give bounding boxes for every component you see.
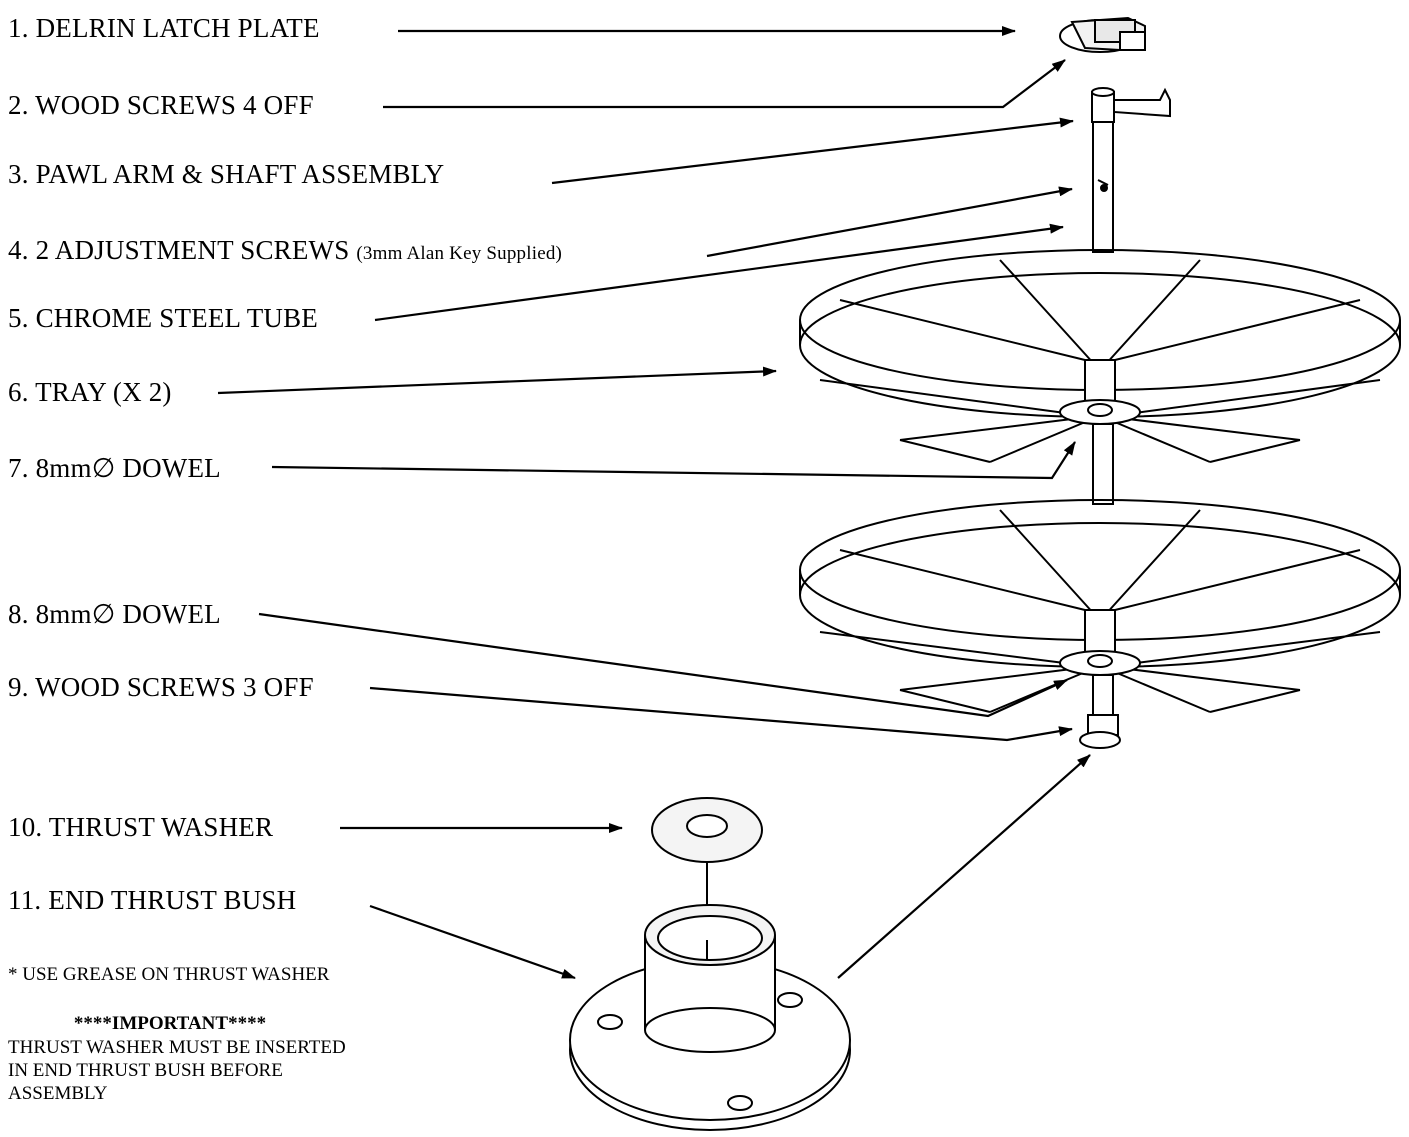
label-chrome-steel-tube: 5. CHROME STEEL TUBE — [8, 303, 319, 333]
leader-4 — [706, 186, 1073, 258]
label-dowel-8: 8. 8mm∅ DOWEL — [8, 599, 221, 629]
leader-3 — [551, 117, 1074, 185]
delrin-latch-plate — [1059, 16, 1146, 53]
label-wood-screws-3: 9. WOOD SCREWS 3 OFF — [8, 672, 314, 702]
tray-upper — [799, 249, 1401, 463]
leader-9 — [369, 686, 1073, 742]
label-tray: 6. TRAY (X 2) — [8, 377, 172, 407]
chrome-steel-tube — [1092, 423, 1114, 505]
important-line-2: IN END THRUST BUSH BEFORE — [8, 1060, 283, 1081]
leader-7 — [271, 441, 1076, 480]
grease-note: * USE GREASE ON THRUST WASHER — [8, 964, 330, 985]
leader-5 — [374, 223, 1064, 322]
tray-lower — [799, 499, 1401, 713]
label-dowel-7: 7. 8mm∅ DOWEL — [8, 453, 221, 483]
important-heading: ****IMPORTANT**** — [73, 1013, 267, 1034]
thrust-washer — [651, 797, 763, 950]
pawl-arm-shaft — [1091, 87, 1171, 253]
label-wood-screws-4: 2. WOOD SCREWS 4 OFF — [8, 90, 314, 120]
important-line-1: THRUST WASHER MUST BE INSERTED — [8, 1037, 346, 1058]
label-pawl-arm-shaft: 3. PAWL ARM & SHAFT ASSEMBLY — [8, 159, 445, 189]
leader-bush-to-collar — [837, 754, 1091, 979]
label-adjustment-screws-main: 4. 2 ADJUSTMENT SCREWS — [8, 235, 357, 265]
lower-shaft-collar — [1079, 674, 1121, 749]
leader-lines — [217, 26, 1091, 980]
label-adjustment-screws-note: (3mm Alan Key Supplied) — [356, 243, 563, 264]
leader-8 — [258, 612, 1068, 718]
leader-6 — [217, 366, 777, 395]
leader-2 — [383, 59, 1066, 109]
label-thrust-washer: 10. THRUST WASHER — [8, 812, 274, 842]
end-thrust-bush — [569, 904, 851, 1131]
label-delrin-latch-plate: 1. DELRIN LATCH PLATE — [8, 13, 320, 43]
label-end-thrust-bush: 11. END THRUST BUSH — [8, 885, 297, 915]
leader-11 — [369, 904, 576, 980]
important-line-3: ASSEMBLY — [8, 1083, 108, 1104]
label-adjustment-screws: 4. 2 ADJUSTMENT SCREWS (3mm Alan Key Sup… — [8, 234, 562, 270]
important-body: THRUST WASHER MUST BE INSERTED IN END TH… — [8, 1036, 528, 1105]
